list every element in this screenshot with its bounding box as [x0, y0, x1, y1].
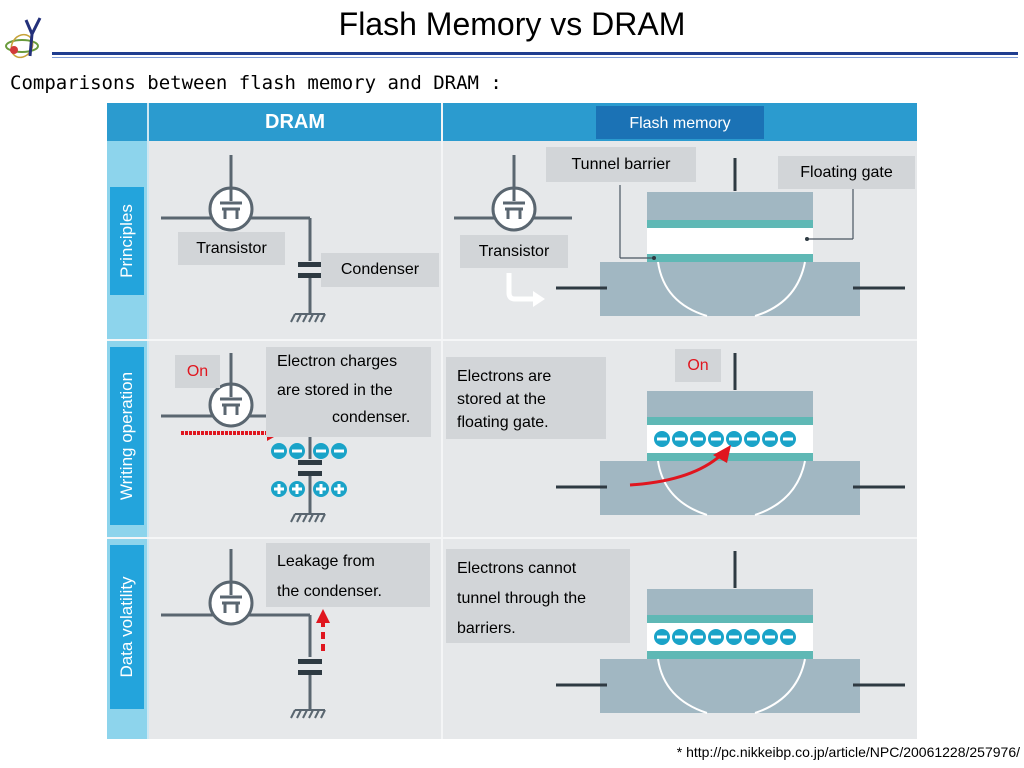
- electrons-stored-note: Electrons are stored at the floating gat…: [446, 357, 606, 439]
- row-divider: [107, 339, 917, 341]
- column-header-dram: DRAM: [265, 111, 325, 133]
- cannot-tunnel-note: Electrons cannot tunnel through the barr…: [446, 549, 630, 643]
- tunnel-barrier-label: Tunnel barrier: [546, 147, 696, 182]
- table-header: [107, 103, 917, 141]
- condenser-label: Condenser: [321, 253, 439, 287]
- transistor-label-dram: Transistor: [178, 232, 285, 265]
- title-rule: [52, 52, 1018, 55]
- title-rule-thin: [52, 57, 1018, 58]
- row-label-principles: Principles: [110, 187, 144, 295]
- grid-line: [147, 103, 149, 739]
- leakage-note: Leakage from the condenser.: [266, 543, 430, 607]
- row-divider: [107, 537, 917, 539]
- page-title: Flash Memory vs DRAM: [338, 6, 686, 42]
- floating-gate-label: Floating gate: [778, 156, 915, 189]
- grid-line: [441, 103, 443, 739]
- source-footnote: * http://pc.nikkeibp.co.jp/article/NPC/2…: [676, 744, 1020, 760]
- comparison-table: DRAM Flash memory Principles Writing ope…: [107, 103, 917, 739]
- electron-charges-note: Electron charges are stored in the conde…: [266, 347, 431, 437]
- on-label-dram: On: [175, 355, 220, 388]
- subtitle: Comparisons between flash memory and DRA…: [10, 72, 502, 94]
- logo-icon: [5, 17, 42, 59]
- on-label-flash: On: [675, 349, 721, 382]
- row-label-writing: Writing operation: [110, 347, 144, 525]
- transistor-label-flash: Transistor: [460, 235, 568, 268]
- diagram-artwork: [161, 155, 905, 719]
- column-header-flash: Flash memory: [596, 106, 764, 139]
- row-label-volatility: Data volatility: [110, 545, 144, 709]
